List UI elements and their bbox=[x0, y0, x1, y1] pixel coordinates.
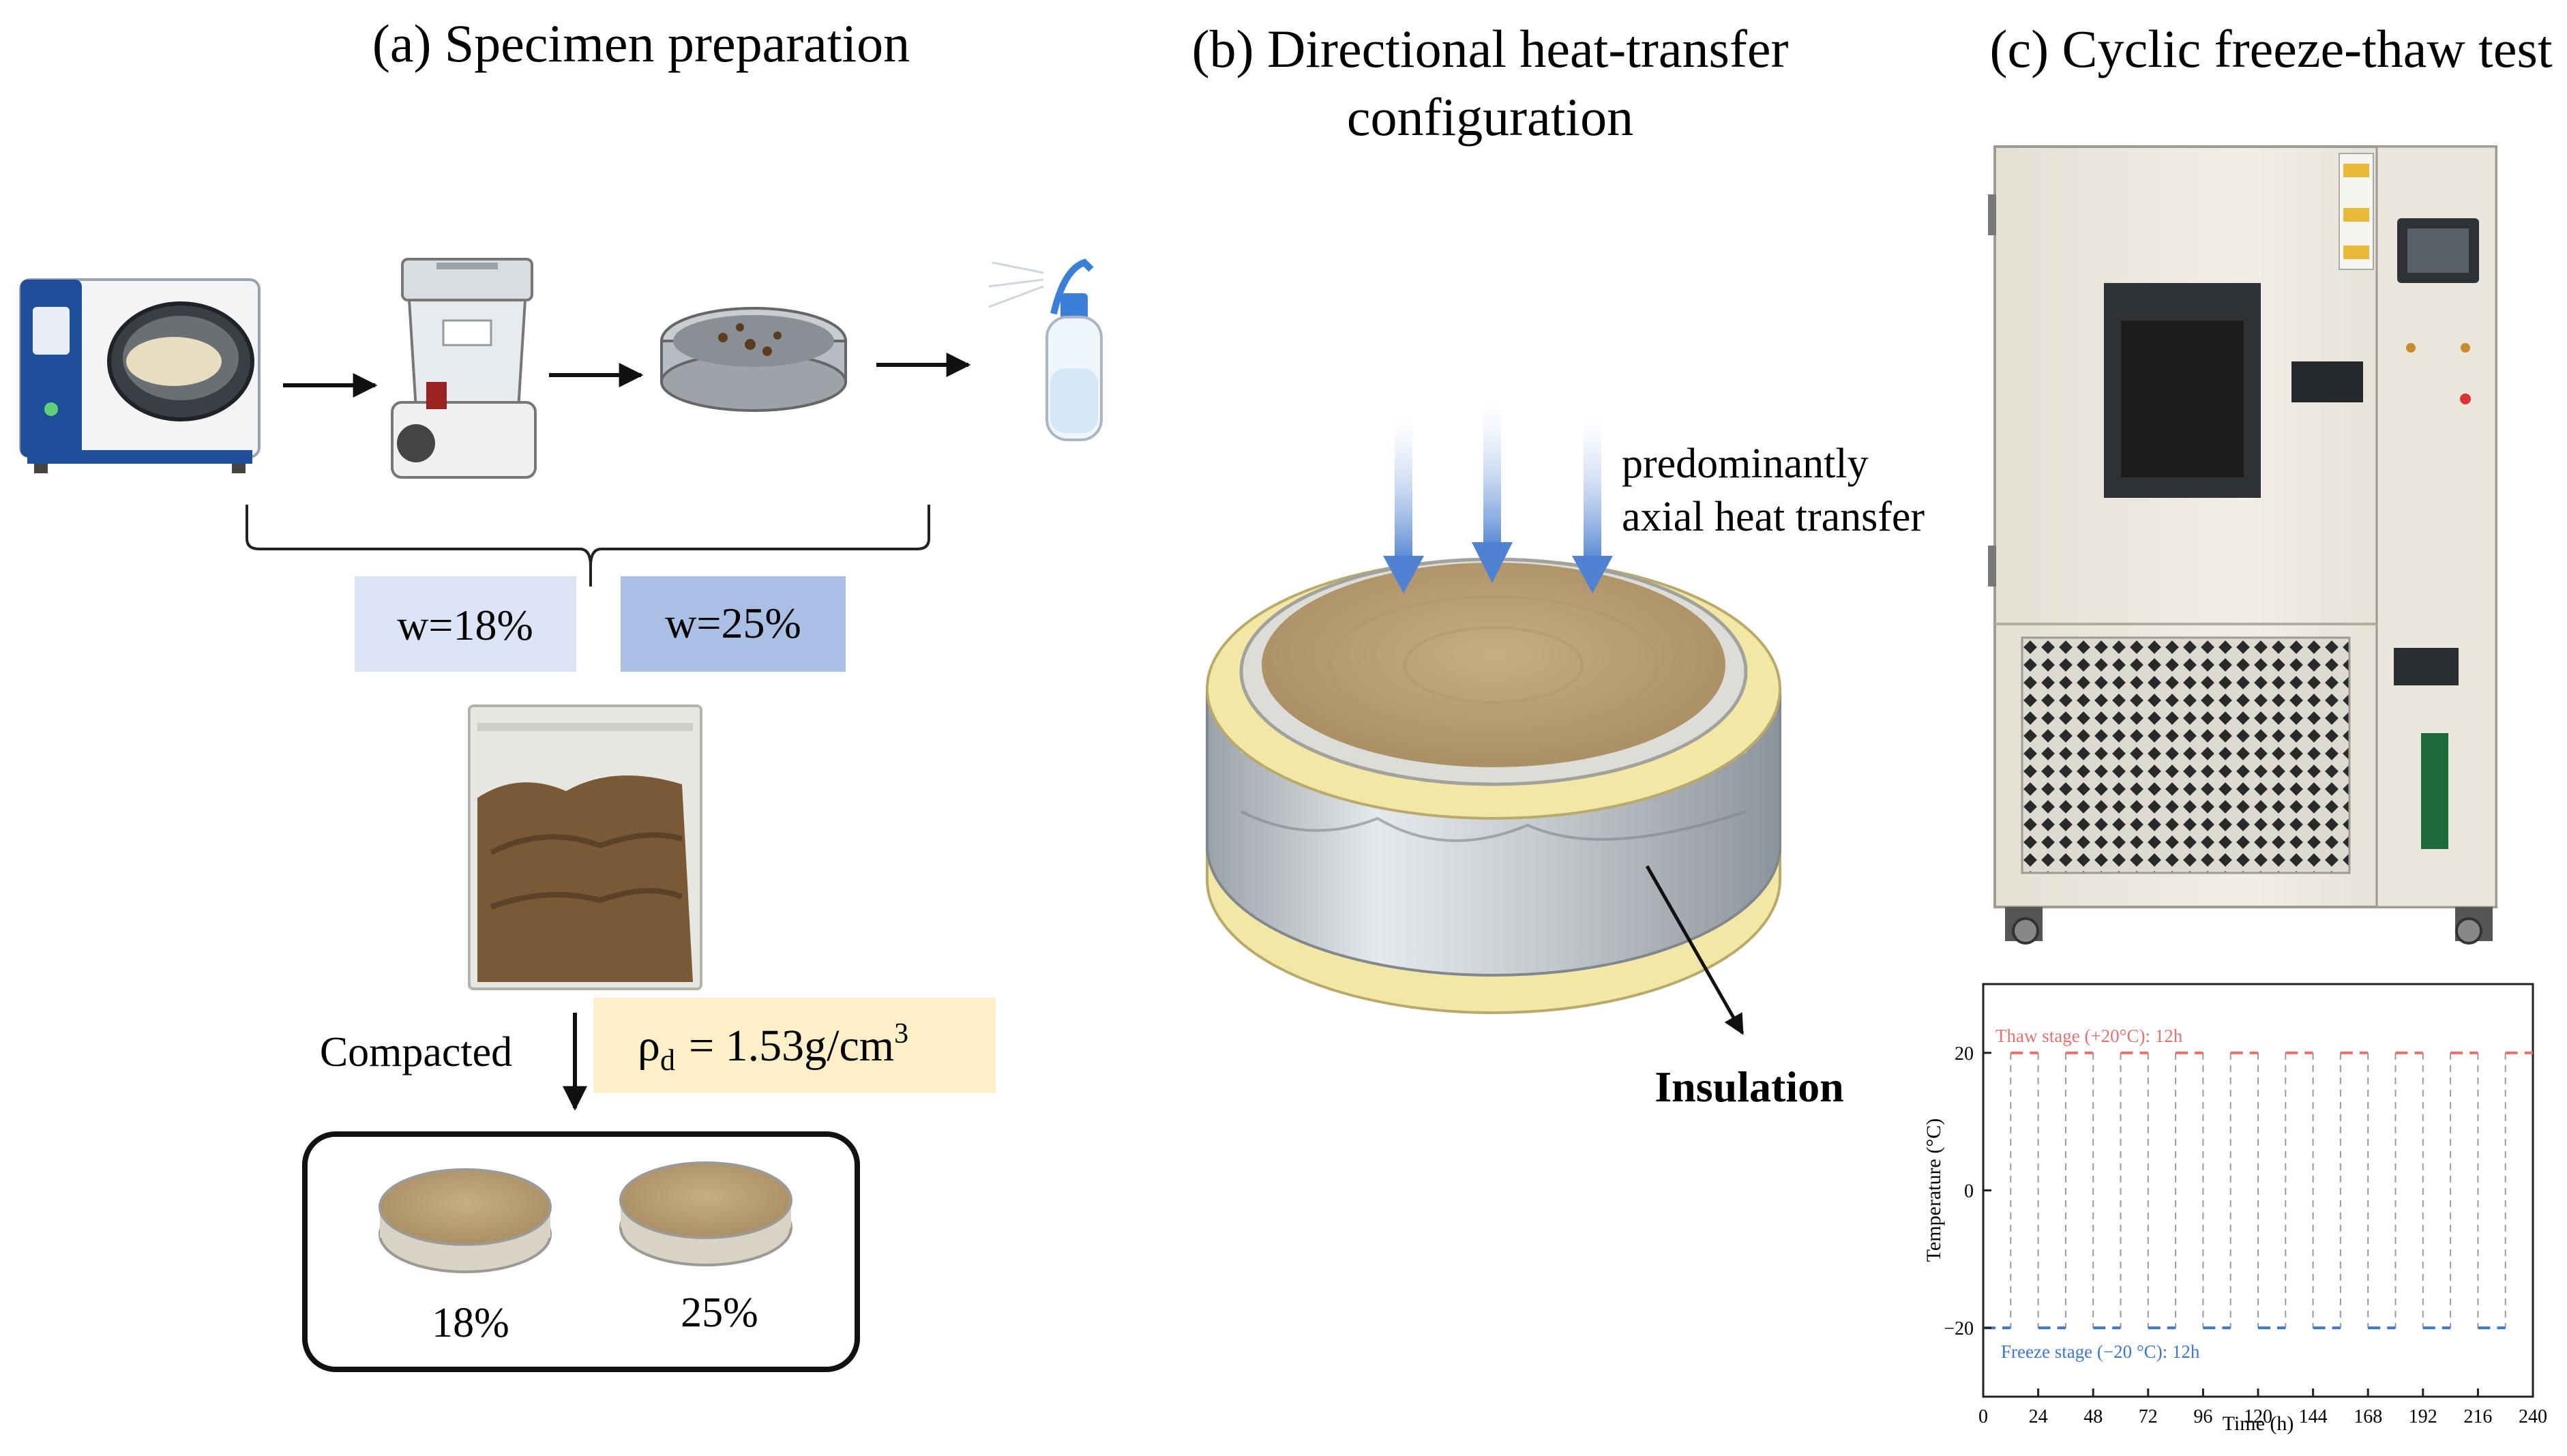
sieve-icon bbox=[660, 307, 847, 412]
panel-b: (b) Directional heat-transfer configurat… bbox=[1192, 19, 1925, 1111]
chart-x-tick-label: 168 bbox=[2354, 1406, 2382, 1427]
specimen-dish-25 bbox=[619, 1161, 792, 1266]
chart-series-label-freeze: Freeze stage (−20 °C): 12h bbox=[2001, 1341, 2200, 1362]
chart-x-tick-label: 0 bbox=[1978, 1406, 1988, 1427]
chart-series-label-thaw: Thaw stage (+20°C): 12h bbox=[1995, 1026, 2183, 1046]
spray-bottle-icon bbox=[988, 258, 1103, 441]
density-exponent: 3 bbox=[894, 1018, 908, 1050]
chart-x-tick-label: 120 bbox=[2244, 1406, 2272, 1427]
panel-b-title-line2: configuration bbox=[1347, 87, 1633, 147]
density-value: = 1.53g/cm bbox=[689, 1021, 894, 1071]
heat-arrows bbox=[1383, 399, 1613, 593]
density-symbol: ρ bbox=[638, 1021, 660, 1071]
chart-y-tick-label: 0 bbox=[1964, 1181, 1974, 1202]
water-content-box-18 bbox=[355, 576, 576, 672]
chart-x-tick-label: 48 bbox=[2083, 1406, 2103, 1427]
panel-c: (c) Cyclic freeze-thaw test bbox=[1923, 19, 2553, 1435]
chart-x-tick-label: 72 bbox=[2139, 1406, 2158, 1427]
heat-arrowhead-2 bbox=[1472, 542, 1513, 583]
chart-x-tick-label: 192 bbox=[2409, 1406, 2437, 1427]
water-content-label-18: w=18% bbox=[397, 601, 533, 649]
heat-arrowhead-1 bbox=[1383, 556, 1424, 593]
drying-oven-icon bbox=[19, 278, 261, 473]
specimen-frame bbox=[302, 1131, 860, 1372]
bracket bbox=[246, 505, 930, 586]
density-equation: ρd = 1.53g/cm3 bbox=[638, 1018, 908, 1077]
water-content-label-25: w=25% bbox=[665, 599, 801, 647]
water-content-box-25 bbox=[621, 576, 846, 672]
heat-transfer-label-line2: axial heat transfer bbox=[1622, 494, 1925, 540]
density-box bbox=[593, 998, 996, 1093]
chart-x-tick-label: 240 bbox=[2519, 1406, 2547, 1427]
compacted-label: Compacted bbox=[320, 1029, 512, 1075]
panel-a-title: (a) Specimen preparation bbox=[372, 14, 910, 73]
grinder-icon bbox=[391, 258, 537, 479]
heat-arrow-1 bbox=[1395, 413, 1412, 559]
soil-surface bbox=[1262, 563, 1725, 767]
chart-x-tick-label: 144 bbox=[2299, 1406, 2328, 1427]
insulated-specimen bbox=[1206, 557, 1781, 1014]
heat-arrowhead-3 bbox=[1572, 556, 1613, 593]
soil-bag-photo bbox=[468, 704, 702, 990]
heat-arrow-3 bbox=[1584, 413, 1601, 559]
chart-x-tick-label: 24 bbox=[2029, 1406, 2048, 1427]
specimen-label-18: 18% bbox=[432, 1300, 509, 1346]
density-subscript: d bbox=[660, 1043, 675, 1077]
specimen-dish-18 bbox=[379, 1168, 552, 1273]
chart-y-axis-label: Temperature (°C) bbox=[1923, 1118, 1945, 1262]
panel-a: (a) Specimen preparation bbox=[19, 14, 1103, 1372]
insulation-label: Insulation bbox=[1655, 1063, 1843, 1111]
insulation-pointer bbox=[1645, 865, 1745, 1035]
chart-y-tick-label: −20 bbox=[1944, 1318, 1974, 1339]
chart-x-tick-label: 96 bbox=[2193, 1406, 2212, 1427]
panel-c-title: (c) Cyclic freeze-thaw test bbox=[1989, 19, 2552, 78]
heat-transfer-label-line1: predominantly bbox=[1622, 441, 1869, 487]
heat-arrow-2 bbox=[1483, 399, 1501, 546]
panel-b-title-line1: (b) Directional heat-transfer bbox=[1192, 19, 1789, 78]
chart-x-tick-label: 216 bbox=[2463, 1406, 2492, 1427]
chart-y-tick-label: 20 bbox=[1955, 1043, 1974, 1065]
freeze-thaw-chamber-photo bbox=[1988, 145, 2497, 945]
chart-x-axis-label: Time (h) bbox=[2223, 1412, 2294, 1435]
specimen-label-25: 25% bbox=[681, 1290, 758, 1336]
